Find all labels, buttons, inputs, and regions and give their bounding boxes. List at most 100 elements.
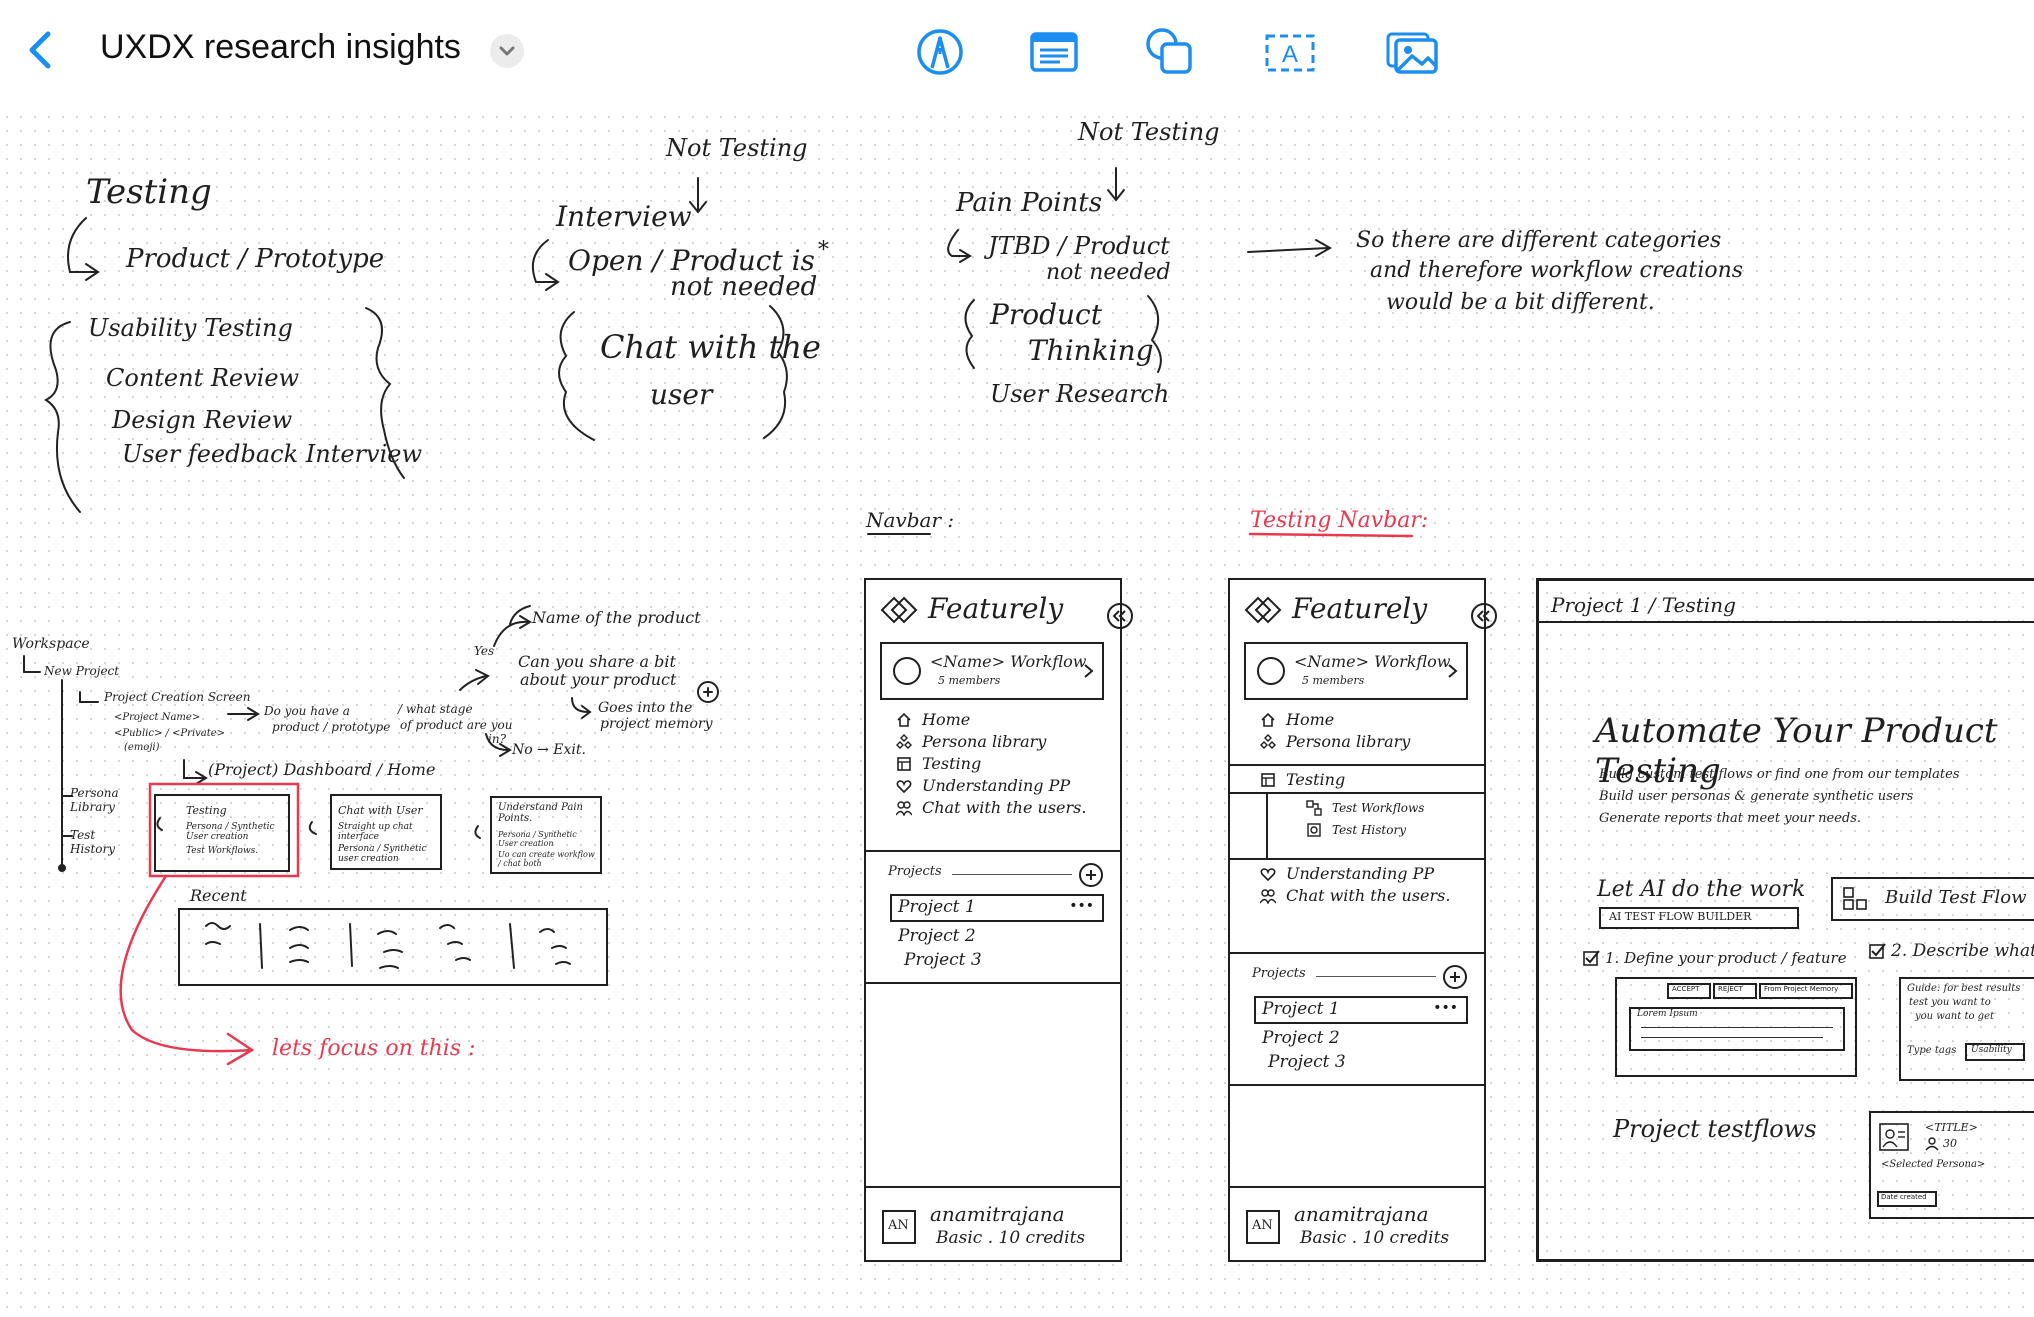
nav-item-label: Persona library [1286, 732, 1410, 751]
flow-card-chat: Chat with User Straight up chat interfac… [330, 794, 442, 870]
tags-label: Type tags [1907, 1045, 1956, 1056]
divider [1230, 952, 1484, 954]
flow-persona-library: Persona Library [70, 786, 120, 814]
nav-item-label: Chat with the users. [1286, 886, 1450, 905]
flow-share: Can you share a bit [518, 652, 676, 671]
collapse-icon[interactable] [1470, 602, 1498, 630]
add-project-icon[interactable] [1442, 964, 1468, 990]
project-testflows-heading: Project testflows [1613, 1115, 1817, 1143]
testing-icon [1260, 772, 1276, 788]
workspace-name: <Name> Workflow [1294, 652, 1450, 671]
nav-item-home[interactable]: Home [896, 710, 970, 729]
chat-note: Chat with the [600, 328, 821, 366]
reject-button[interactable]: REJECT [1713, 983, 1757, 999]
ai-badge-label: AI TEST FLOW BUILDER [1609, 910, 1751, 923]
nav-item-label: Understanding PP [922, 776, 1070, 795]
not-testing-label: Not Testing [1078, 118, 1220, 146]
nav-item-persona-library[interactable]: Persona library [896, 732, 1046, 751]
add-project-icon[interactable] [1078, 862, 1104, 888]
testflow-card-title: <TITLE> [1925, 1121, 1978, 1134]
chat-note: user [650, 378, 712, 411]
tag-label: Usability [1971, 1045, 2012, 1055]
nav-item-label: Home [922, 710, 970, 729]
accept-button[interactable]: ACCEPT [1667, 983, 1711, 999]
usability-tag[interactable]: Usability [1965, 1043, 2025, 1061]
build-test-flow-button[interactable]: Build Test Flow [1831, 877, 2034, 921]
project-item[interactable]: Project 3 [904, 950, 982, 970]
nav-item-chat[interactable]: Chat with the users. [896, 798, 1086, 817]
accept-label: ACCEPT [1672, 985, 1699, 993]
project-item[interactable]: Project 2 [1262, 1028, 1340, 1048]
build-button-label: Build Test Flow [1885, 887, 2027, 908]
history-icon [1306, 822, 1322, 838]
chevron-right-icon [1446, 662, 1460, 680]
sub-nav-item-test-history[interactable]: Test History [1306, 822, 1406, 838]
description-textarea[interactable]: Lorem Ipsum [1629, 1007, 1845, 1051]
bullet-item: Generate reports that meet your needs. [1599, 811, 1861, 826]
nav-item-testing[interactable]: Testing [896, 754, 981, 773]
user-icon [1925, 1137, 1939, 1151]
divider [1230, 1186, 1484, 1188]
step-2[interactable]: 2. Describe what [1869, 941, 2034, 961]
testflow-card-count: 30 [1943, 1137, 1957, 1150]
flow-name-product: Name of the product [532, 608, 701, 627]
workspace-switcher[interactable]: <Name> Workflow 5 members [880, 642, 1104, 700]
flow-card-item: Persona / Synthetic User creation [498, 830, 596, 848]
interview-label: Interview [556, 200, 692, 233]
not-testing-label: Not Testing [666, 134, 808, 162]
flow-dashboard: (Project) Dashboard / Home [208, 760, 435, 779]
avatar[interactable]: AN [882, 1210, 916, 1244]
workspace-name: <Name> Workflow [930, 652, 1086, 671]
categories-note: and therefore workflow creations [1370, 258, 1743, 283]
project-item-active[interactable]: Project 1 ••• [890, 894, 1104, 922]
from-memory-label: From Project Memory [1764, 985, 1838, 993]
avatar-initials: AN [888, 1218, 909, 1233]
testing-list-item: Design Review [112, 406, 292, 434]
workflow-icon [1306, 800, 1322, 816]
project-item[interactable]: Project 3 [1268, 1052, 1346, 1072]
testflow-card[interactable]: <TITLE> 30 <Selected Persona> Date creat… [1869, 1111, 2034, 1219]
guide-text: Guide: for best results [1907, 983, 2020, 994]
user-plan: Basic . 10 credits [1300, 1228, 1449, 1248]
home-icon [1260, 712, 1276, 728]
workspace-switcher[interactable]: <Name> Workflow 5 members [1244, 642, 1468, 700]
text-line [1641, 1027, 1833, 1028]
flow-card-item: Uo can create workflow / chat both [498, 850, 596, 868]
flow-emoji: (emoji) [124, 742, 160, 753]
flow-yes: Yes [474, 644, 494, 658]
more-options-icon[interactable]: ••• [1069, 898, 1094, 914]
nav-item-home[interactable]: Home [1260, 710, 1334, 729]
projects-label: Projects [1252, 966, 1306, 981]
testflow-card-persona: <Selected Persona> [1881, 1159, 1985, 1170]
sub-nav-item-test-workflows[interactable]: Test Workflows [1306, 800, 1424, 816]
flow-recent: Recent [190, 886, 247, 905]
avatar[interactable]: AN [1246, 1210, 1280, 1244]
more-options-icon[interactable]: ••• [1433, 1000, 1458, 1016]
projects-label: Projects [888, 864, 942, 879]
project-name: Project 1 [898, 897, 976, 917]
heart-icon [896, 778, 912, 794]
step-1[interactable]: 1. Define your product / feature [1583, 949, 1847, 967]
date-created-badge: Date created [1877, 1191, 1937, 1207]
testing-list-item: Usability Testing [88, 314, 293, 342]
flow-project-creation: Project Creation Screen [104, 690, 250, 704]
nav-item-understanding-pp[interactable]: Understanding PP [896, 776, 1070, 795]
categories-note: would be a bit different. [1386, 290, 1655, 315]
navbar-label: Navbar : [866, 508, 954, 532]
let-ai-label: Let AI do the work [1597, 877, 1805, 902]
nav-item-persona-library[interactable]: Persona library [1260, 732, 1410, 751]
flow-card-item: Persona / Synthetic user creation [338, 844, 434, 864]
flow-goes-into: project memory [600, 716, 713, 732]
logo-icon [880, 596, 918, 624]
breadcrumb[interactable]: Project 1 / Testing [1551, 593, 1736, 617]
project-item-active[interactable]: Project 1 ••• [1254, 996, 1468, 1024]
nav-item-understanding-pp[interactable]: Understanding PP [1260, 864, 1434, 883]
collapse-icon[interactable] [1106, 602, 1134, 630]
reject-label: REJECT [1718, 985, 1743, 993]
project-item[interactable]: Project 2 [898, 926, 976, 946]
nav-item-chat[interactable]: Chat with the users. [1260, 886, 1450, 905]
nav-item-label: Persona library [922, 732, 1046, 751]
nav-item-testing[interactable]: Testing [1260, 770, 1345, 789]
from-memory-button[interactable]: From Project Memory [1759, 983, 1853, 999]
step-label: 2. Describe what [1891, 941, 2034, 961]
